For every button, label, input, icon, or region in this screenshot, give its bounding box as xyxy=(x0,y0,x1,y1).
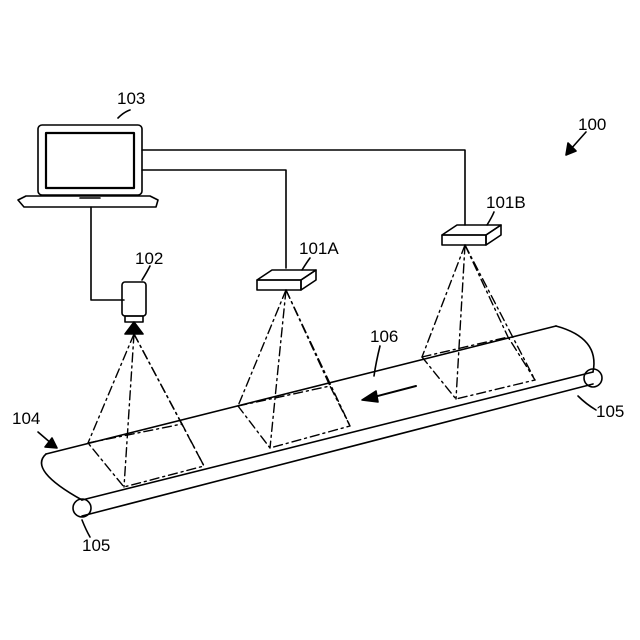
sensor-101b-fov-ray-3 xyxy=(456,245,465,399)
sensor-101a-field-of-view xyxy=(238,290,350,448)
label-roller-left: 105 xyxy=(82,537,110,554)
label-conveyor-belt: 104 xyxy=(12,410,40,427)
label-camera: 102 xyxy=(135,250,163,267)
camera-lens xyxy=(125,322,143,334)
label-system: 100 xyxy=(578,116,606,133)
travel-direction-arrow xyxy=(362,346,416,402)
sensor-101a-fov-ray-1 xyxy=(238,290,286,406)
belt-top-back-edge xyxy=(46,326,556,454)
belt-top-front-edge xyxy=(82,372,593,500)
camera-fov-footprint xyxy=(88,424,204,487)
cables xyxy=(91,150,465,300)
laptop-display xyxy=(46,133,134,188)
label-sensor-101b: 101B xyxy=(486,194,526,211)
sensor-101b-field-of-view xyxy=(422,245,535,399)
label-roller-right: 105 xyxy=(596,403,624,420)
camera-fov-ray-1 xyxy=(88,334,134,443)
sensor-101b xyxy=(442,212,501,245)
sensor-101b-side xyxy=(486,225,501,245)
roller-left xyxy=(73,499,91,517)
sensor-101b-fov-ray-1 xyxy=(422,245,465,357)
camera-fov-ray-3 xyxy=(124,334,134,487)
label-sensor-101a: 101A xyxy=(299,240,339,257)
system-pointer xyxy=(566,132,586,155)
camera-body xyxy=(122,282,146,316)
laptop-screen-housing xyxy=(38,125,142,195)
label-computer: 103 xyxy=(117,90,145,107)
sensor-101b-front xyxy=(442,235,486,245)
arrow-head xyxy=(362,391,378,402)
sensor-101a-fov-ray-3 xyxy=(270,290,286,448)
roller-right-leader-line xyxy=(578,396,596,410)
camera xyxy=(122,266,150,334)
belt-pointer xyxy=(38,432,57,448)
cable-to-sensor-101a xyxy=(142,170,286,268)
camera-neck xyxy=(125,316,143,322)
label-travel-direction: 106 xyxy=(370,328,398,345)
computer-leader-line xyxy=(118,110,130,118)
sensor-101b-fov-ray-4 xyxy=(465,245,535,380)
laptop-computer xyxy=(18,110,158,207)
sensor-101a-leader-line xyxy=(302,258,310,270)
cable-to-camera xyxy=(91,207,124,300)
sensor-101b-leader-line xyxy=(487,212,494,225)
sensor-101a-fov-footprint xyxy=(238,386,350,448)
belt-bottom-edge xyxy=(82,384,593,516)
roller-left-leader-line xyxy=(82,520,90,537)
sensor-101a-front xyxy=(257,280,301,290)
belt-left-wrap xyxy=(42,454,83,500)
conveyor-belt xyxy=(42,326,603,537)
belt-right-wrap xyxy=(556,326,594,372)
cable-to-sensor-101b xyxy=(142,150,465,225)
camera-field-of-view xyxy=(88,334,204,487)
camera-leader-line xyxy=(142,266,150,280)
sensor-101a-side xyxy=(301,270,316,290)
